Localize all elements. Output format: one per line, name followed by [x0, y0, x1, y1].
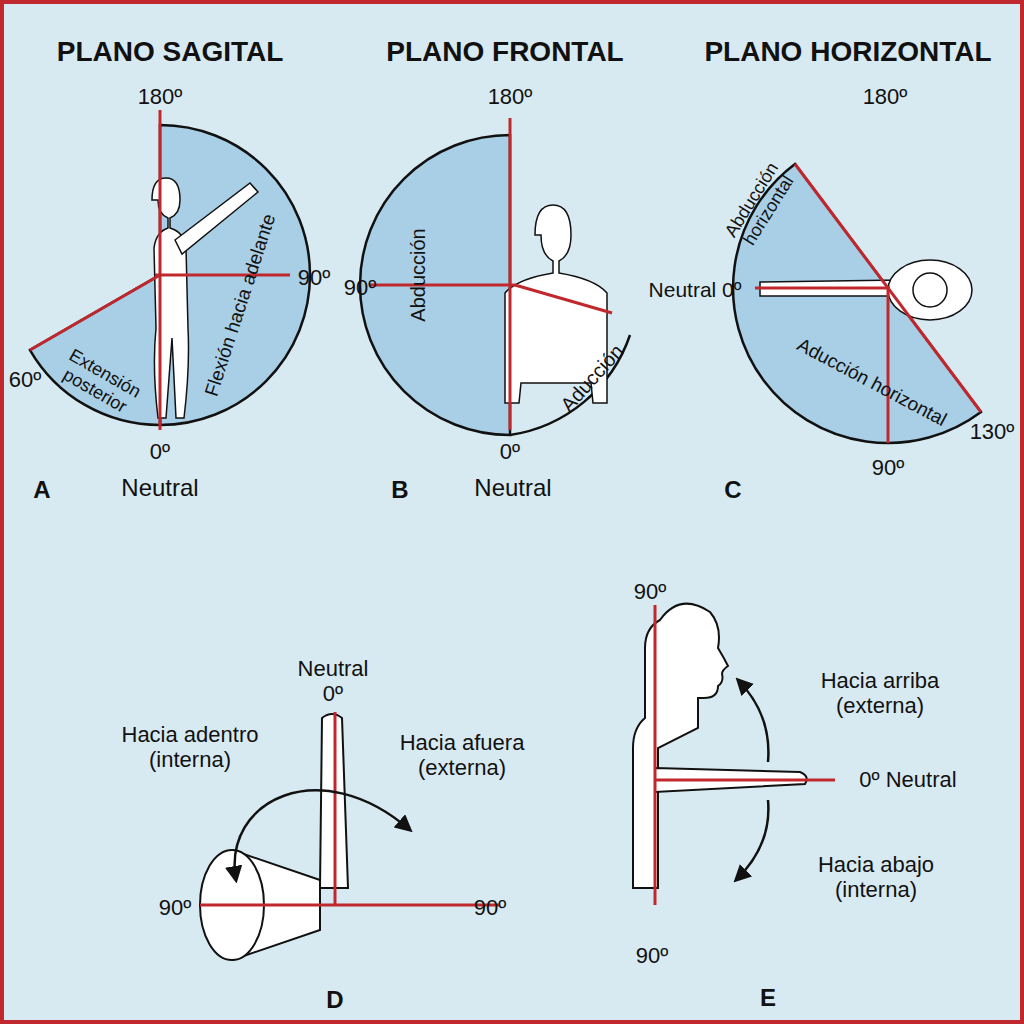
movement-label: Hacia adentro (interna) [100, 723, 280, 772]
angle-label: 0º [130, 440, 190, 465]
movement-label: Hacia arriba (externa) [795, 669, 965, 718]
panel-title: PLANO SAGITAL [20, 36, 320, 67]
position-label: Neutral 0º [292, 657, 374, 706]
position-label: 0º Neutral [838, 768, 978, 793]
position-label: Neutral [100, 475, 220, 502]
angle-label: 90º [622, 944, 682, 969]
axis-line [654, 605, 657, 905]
panel-title: PLANO FRONTAL [355, 36, 655, 67]
axis-line [155, 274, 290, 277]
position-label: Neutral [453, 475, 573, 502]
angle-label: 90º [330, 276, 390, 301]
internal-arrow [736, 800, 768, 880]
axis-line [655, 779, 835, 782]
angle-label: 0º [480, 440, 540, 465]
axis-line [159, 110, 162, 430]
panel-title: PLANO HORIZONTAL [688, 36, 1008, 67]
angle-label: 180º [120, 85, 200, 110]
angle-label: 90º [284, 266, 344, 291]
external-arrow [738, 680, 768, 762]
rotation-arrow [235, 790, 410, 880]
axis-line [334, 712, 337, 905]
angle-label: 90º [620, 580, 680, 605]
panel-letter: A [22, 477, 62, 504]
axis-line [30, 275, 160, 350]
angle-label: 90º [150, 896, 200, 921]
angle-label: 180º [470, 85, 550, 110]
sagittal-panel [30, 110, 310, 430]
axis-line [509, 118, 512, 430]
angle-label: 90º [858, 456, 918, 481]
axis-line [370, 284, 515, 287]
head-top [913, 273, 947, 307]
rotation-panel-e [633, 604, 835, 905]
angle-label: 180º [845, 85, 925, 110]
angle-label: 130º [962, 420, 1022, 445]
panel-letter: B [380, 477, 420, 504]
angle-label: 90º [465, 896, 515, 921]
movement-label: Hacia afuera (externa) [372, 731, 552, 780]
position-label: Neutral 0º [635, 278, 755, 302]
axis-line [200, 904, 500, 907]
panel-letter: D [315, 987, 355, 1014]
angle-label: 60º [0, 368, 50, 393]
panel-letter: C [713, 477, 753, 504]
axis-line [887, 288, 890, 443]
body-side [152, 178, 189, 418]
shoulders-top [888, 260, 972, 320]
head-profile [633, 604, 728, 888]
raised-arm [175, 183, 258, 254]
movement-label: Abducción [407, 195, 429, 355]
panel-letter: E [748, 985, 788, 1012]
axis-line [515, 285, 612, 313]
axis-line [755, 287, 890, 290]
movement-label: Hacia abajo (interna) [791, 853, 961, 902]
